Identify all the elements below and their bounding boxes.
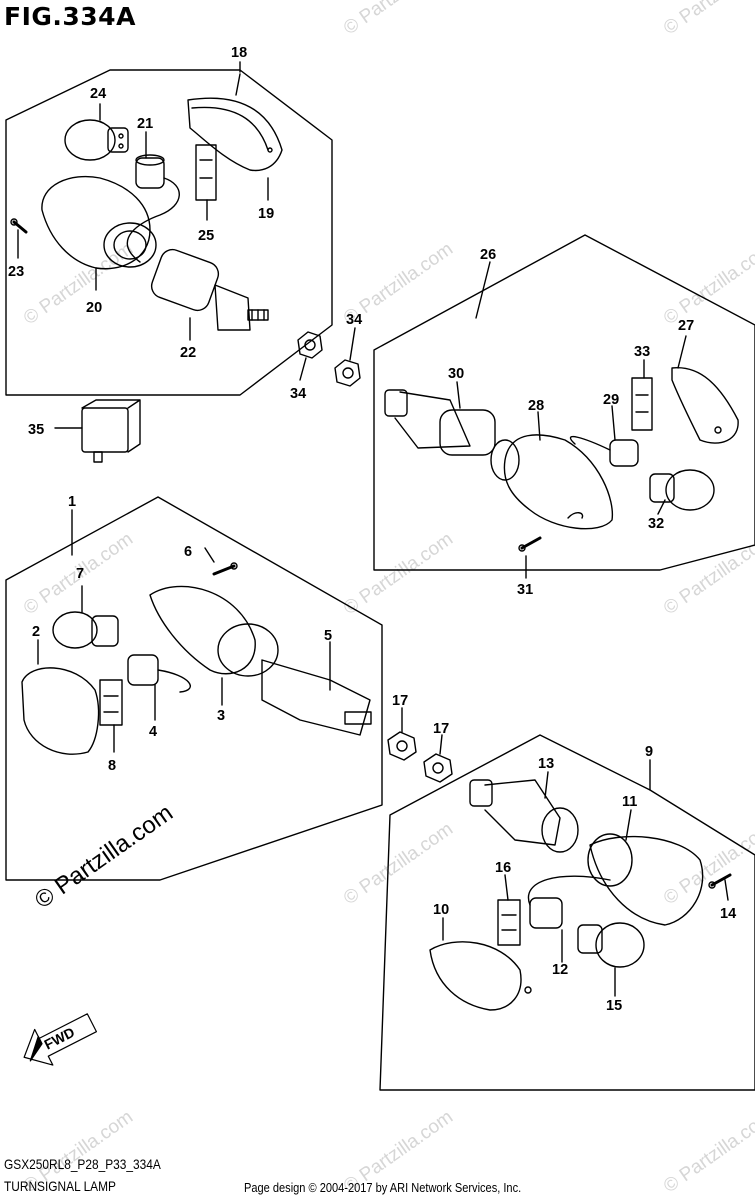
callout-34-bottom: 34 [290, 386, 306, 402]
callout-4: 4 [149, 724, 157, 740]
socket-12 [527, 875, 611, 929]
callout-32: 32 [648, 516, 664, 532]
assembly-outline-18 [5, 69, 333, 396]
callout-19: 19 [258, 206, 274, 222]
figure-caption: TURNSIGNAL LAMP [4, 1178, 116, 1194]
callout-3: 3 [217, 708, 225, 724]
assembly-outline-9 [379, 734, 755, 1091]
housing-11 [587, 833, 704, 926]
callout-10: 10 [433, 902, 449, 918]
nut-34-right [334, 359, 361, 387]
callout-15: 15 [606, 998, 622, 1014]
callout-20: 20 [86, 300, 102, 316]
stay-13 [469, 779, 579, 853]
callout-5: 5 [324, 628, 332, 644]
housing-20 [41, 175, 157, 270]
lens-10 [429, 941, 532, 1011]
bulb-15 [577, 922, 645, 968]
callout-1: 1 [68, 494, 76, 510]
callout-16: 16 [495, 860, 511, 876]
screw-14 [708, 873, 732, 889]
callout-30: 30 [448, 366, 464, 382]
callout-25: 25 [198, 228, 214, 244]
callout-34-top: 34 [346, 312, 362, 328]
stay-5 [261, 659, 372, 736]
figure-title: FIG.334A [4, 2, 136, 31]
clamp-33 [631, 377, 653, 431]
callout-7: 7 [76, 566, 84, 582]
callout-28: 28 [528, 398, 544, 414]
socket-21 [126, 154, 180, 263]
callout-13: 13 [538, 756, 554, 772]
callout-8: 8 [108, 758, 116, 774]
nut-17-right [423, 753, 453, 783]
callout-18: 18 [231, 45, 247, 61]
screw-31 [518, 536, 542, 552]
bulb-24 [64, 119, 129, 161]
housing-28 [490, 434, 614, 530]
clamp-8 [99, 679, 123, 726]
fwd-arrow [23, 1013, 97, 1066]
bulb-7 [52, 611, 119, 649]
callout-14: 14 [720, 906, 736, 922]
callout-35: 35 [28, 422, 44, 438]
socket-4 [127, 654, 191, 693]
callout-21: 21 [137, 116, 153, 132]
fwd-label: FWD [41, 1024, 77, 1053]
assembly-outline-1 [5, 496, 383, 881]
callout-22: 22 [180, 345, 196, 361]
nut-17-left [387, 731, 417, 761]
model-code: GSX250RL8_P28_P33_334A [4, 1156, 161, 1172]
callout-33: 33 [634, 344, 650, 360]
stay-22 [150, 248, 269, 331]
relay-35 [54, 399, 141, 463]
callout-6: 6 [184, 544, 192, 560]
lens-27 [671, 367, 739, 444]
callout-24: 24 [90, 86, 106, 102]
housing-3 [149, 585, 279, 677]
clamp-25 [195, 144, 217, 201]
callout-11: 11 [622, 794, 637, 810]
callout-2: 2 [32, 624, 40, 640]
bulb-32 [649, 469, 715, 511]
callout-9: 9 [645, 744, 653, 760]
callout-12: 12 [552, 962, 568, 978]
callout-17-left: 17 [392, 693, 408, 709]
callout-27: 27 [678, 318, 694, 334]
clamp-16 [497, 899, 521, 946]
socket-29 [569, 435, 639, 467]
nut-34-left [297, 331, 323, 359]
stay-30 [384, 389, 496, 456]
callout-29: 29 [603, 392, 619, 408]
assembly-outline-26 [373, 234, 755, 571]
callout-23: 23 [8, 264, 24, 280]
callout-31: 31 [517, 582, 533, 598]
callout-26: 26 [480, 247, 496, 263]
lens-18 [187, 97, 283, 172]
screw-23 [10, 218, 28, 234]
page-credit: Page design © 2004-2017 by ARI Network S… [244, 1180, 522, 1195]
screw-6 [212, 562, 238, 576]
callout-17-right: 17 [433, 721, 449, 737]
lens-2 [21, 667, 100, 755]
